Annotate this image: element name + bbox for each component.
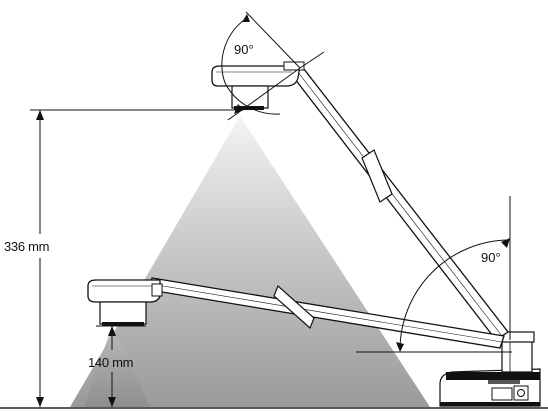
arm-angle-label: 90° — [481, 250, 501, 265]
upper-height-label: 336 mm — [4, 239, 49, 254]
raised-camera-head — [211, 61, 305, 110]
lower-height-dimension — [96, 325, 146, 407]
head-angle-indicator — [221, 11, 325, 121]
head-angle-label: 90° — [234, 42, 254, 57]
upper-light-cone — [70, 116, 430, 407]
upper-height-dimension — [30, 109, 236, 407]
arm-angle-indicator — [356, 196, 512, 353]
lower-height-label: 140 mm — [88, 355, 133, 370]
camera-base — [439, 368, 541, 407]
lower-light-cone — [84, 326, 150, 407]
lowered-camera-head — [87, 279, 163, 326]
